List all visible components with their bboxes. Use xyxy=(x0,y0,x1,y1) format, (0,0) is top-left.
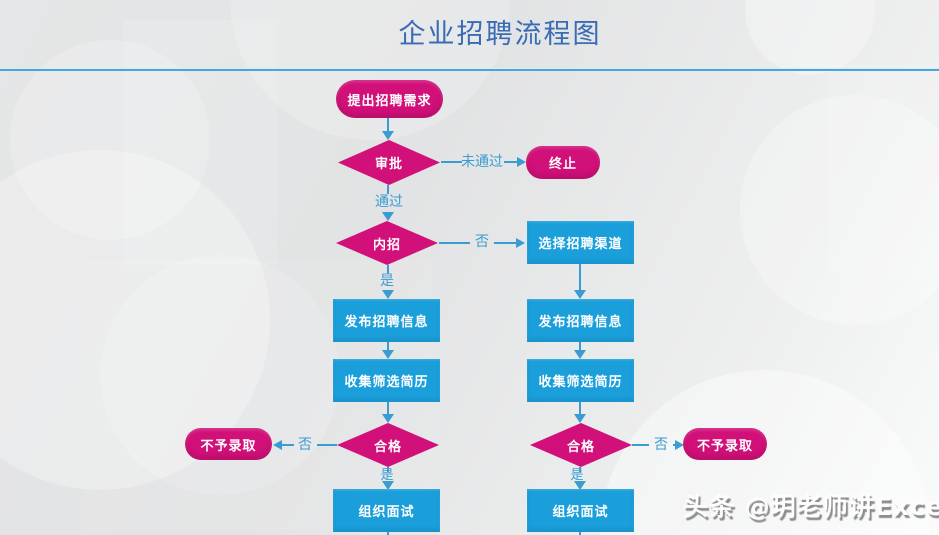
label-internal-yes: 是 xyxy=(380,273,394,289)
node-approve: 审批 xyxy=(338,140,440,185)
background-rect xyxy=(123,20,277,265)
node-collect-resumes-internal: 收集筛选简历 xyxy=(333,359,440,402)
flow-line xyxy=(673,444,676,446)
label-qualified-internal-no: 否 xyxy=(298,437,312,453)
watermark: 头条 @玥老师讲Excel xyxy=(683,492,939,521)
flow-line xyxy=(387,402,389,414)
node-internal-hire: 内招 xyxy=(336,221,438,265)
node-qualified-external: 合格 xyxy=(530,423,632,467)
flow-line xyxy=(579,532,581,535)
flow-arrowhead xyxy=(382,131,394,140)
node-interview-external: 组织面试 xyxy=(527,489,634,532)
flow-line xyxy=(387,265,389,274)
flow-line xyxy=(387,185,389,194)
flow-line xyxy=(441,161,462,163)
node-qualified-internal: 合格 xyxy=(337,423,439,467)
node-terminate: 终止 xyxy=(526,146,600,179)
node-reject-external: 不予录取 xyxy=(683,428,767,460)
node-collect-resumes-external: 收集筛选简历 xyxy=(527,359,634,402)
flow-arrowhead xyxy=(574,481,586,490)
flow-arrowhead xyxy=(675,440,684,450)
flow-arrowhead xyxy=(273,440,282,450)
header-divider xyxy=(0,68,939,71)
flow-line xyxy=(387,342,389,351)
label-qualified-internal-yes: 是 xyxy=(380,468,394,483)
flow-line xyxy=(579,342,581,351)
flow-line xyxy=(632,444,649,446)
flow-arrowhead xyxy=(382,350,394,359)
node-start: 提出招聘需求 xyxy=(336,80,443,118)
flow-line xyxy=(387,467,389,472)
flow-line xyxy=(579,402,581,414)
flow-arrowhead xyxy=(574,350,586,359)
flow-arrowhead xyxy=(574,414,586,423)
flow-line xyxy=(504,161,517,163)
label-qualified-external-no: 否 xyxy=(654,437,668,453)
flow-arrowhead xyxy=(382,481,394,490)
node-interview-internal: 组织面试 xyxy=(333,489,440,532)
flow-arrowhead xyxy=(382,290,394,299)
node-select-channel: 选择招聘渠道 xyxy=(527,221,634,264)
background-rect xyxy=(828,65,939,275)
flow-line xyxy=(439,242,470,244)
background-circle xyxy=(740,95,939,325)
background-circle xyxy=(745,0,875,75)
node-reject-internal: 不予录取 xyxy=(185,428,272,460)
flow-arrowhead xyxy=(382,212,394,221)
label-approve-pass: 通过 xyxy=(375,194,403,210)
flow-line xyxy=(387,118,389,131)
flow-line xyxy=(494,242,516,244)
flow-arrowhead xyxy=(574,290,586,299)
flow-line xyxy=(317,444,337,446)
flow-arrowhead xyxy=(517,157,526,167)
node-publish-info-external: 发布招聘信息 xyxy=(527,299,634,342)
flow-arrowhead xyxy=(516,238,525,248)
label-internal-no: 否 xyxy=(475,234,489,250)
flow-line xyxy=(387,532,389,535)
node-publish-info-internal: 发布招聘信息 xyxy=(333,299,440,342)
label-approve-fail: 未通过 xyxy=(461,154,503,170)
flow-arrowhead xyxy=(382,414,394,423)
flow-line xyxy=(579,264,581,291)
label-qualified-external-yes: 是 xyxy=(570,468,584,483)
flow-line xyxy=(579,467,581,472)
page-title: 企业招聘流程图 xyxy=(398,19,602,50)
flow-line xyxy=(282,444,294,446)
